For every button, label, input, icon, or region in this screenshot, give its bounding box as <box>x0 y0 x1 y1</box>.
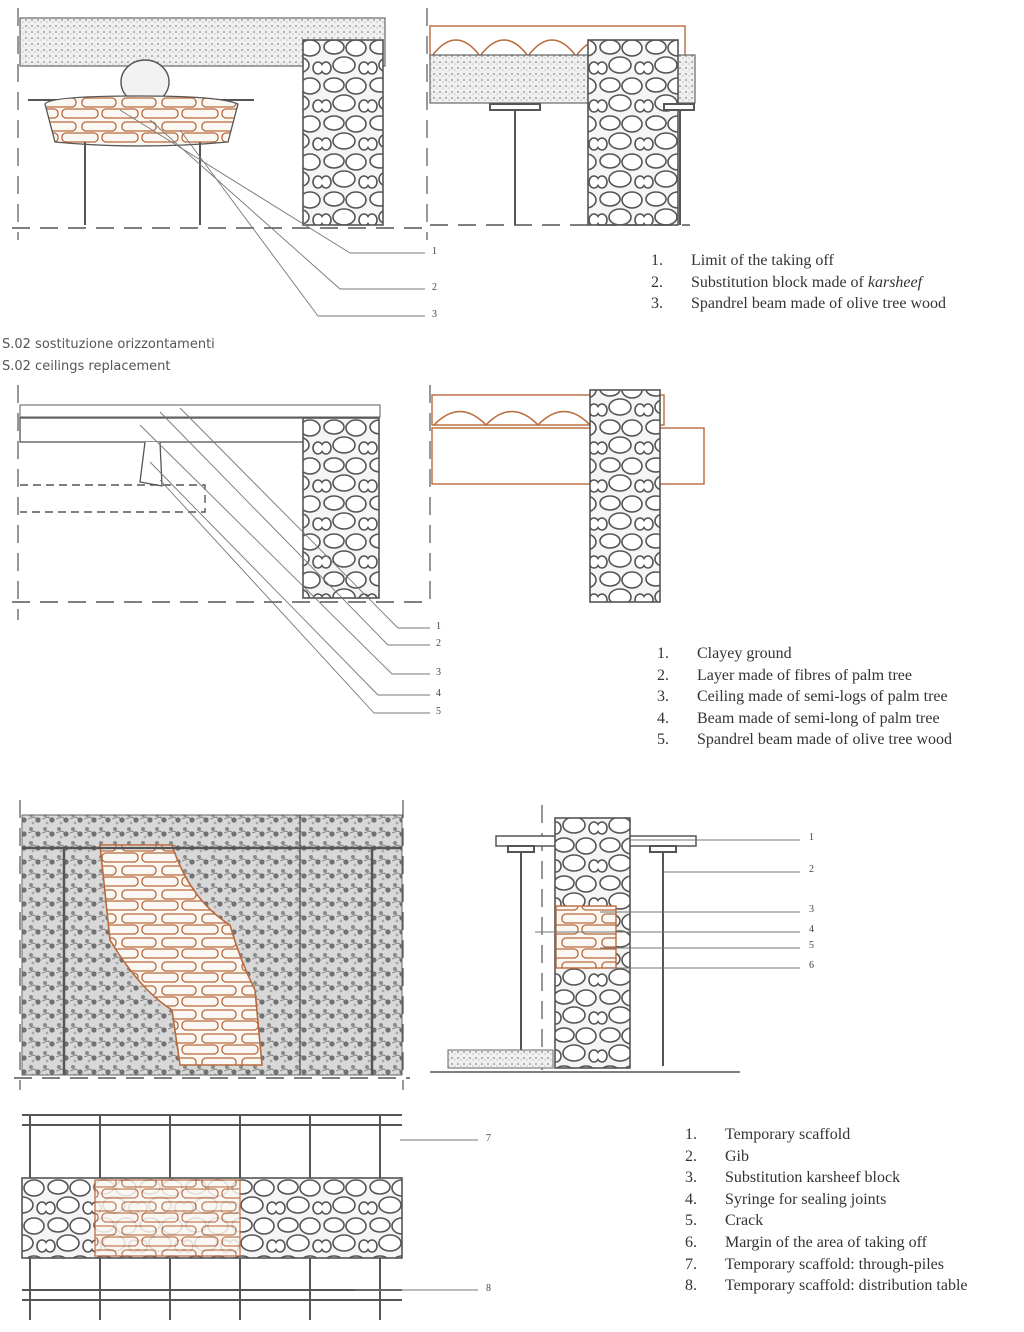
legend-text: Crack <box>725 1212 764 1230</box>
substitution-area <box>99 844 263 1066</box>
legend-item: 5. Crack <box>685 1210 968 1232</box>
legend-item: 7. Temporary scaffold: through-piles <box>685 1254 968 1276</box>
stone-wall <box>302 417 380 599</box>
callout-number: 3 <box>432 309 437 320</box>
legend-text: Gib <box>725 1147 749 1165</box>
stone-wall <box>587 39 679 226</box>
removed-beam-dashed <box>20 484 206 513</box>
legend-text: Substitution block made of karsheef <box>691 272 922 294</box>
leader-lines <box>119 109 425 317</box>
callout-number: 2 <box>436 638 441 649</box>
callout-number: 6 <box>809 960 814 971</box>
legend-number: 4. <box>685 1190 697 1208</box>
legend-text-italic: karsheef <box>867 273 923 291</box>
legend-item: 2. Gib <box>685 1146 968 1168</box>
callout-number: 1 <box>436 621 441 632</box>
ground-strip <box>447 1049 554 1069</box>
callout-number: 4 <box>436 688 441 699</box>
legend-number: 2. <box>657 666 669 684</box>
legend-item: 1. Temporary scaffold <box>685 1124 968 1146</box>
legend-text: Temporary scaffold <box>725 1126 851 1143</box>
props <box>507 845 677 1066</box>
callout-number: 2 <box>432 282 437 293</box>
legend-item: 8. Temporary scaffold: distribution table <box>685 1275 968 1297</box>
legend-item: 1. Limit of the taking off <box>651 250 946 272</box>
legend-number: 4. <box>657 709 669 727</box>
legend-item: 4. Beam made of semi-long of palm tree <box>657 708 952 730</box>
legend-text: Beam made of semi-long of palm tree <box>697 709 940 727</box>
callout-number: 8 <box>486 1283 491 1294</box>
clay-layer <box>19 404 381 418</box>
scaffold-grid <box>22 1114 402 1320</box>
legend-item: 2. Substitution block made of karsheef <box>651 272 946 294</box>
section-caption-english: S.02 ceilings replacement <box>2 359 171 374</box>
legend-text: Ceiling made of semi-logs of palm tree <box>697 688 948 706</box>
callout-number: 5 <box>809 940 814 951</box>
legend-ceilings: 1. Clayey ground 2. Layer made of fibres o… <box>657 643 952 751</box>
stone-wall <box>302 39 384 226</box>
legend-number: 5. <box>657 731 669 749</box>
legend-text: Temporary scaffold: distribution table <box>725 1277 968 1295</box>
legend-item: 3. Substitution karsheef block <box>685 1167 968 1189</box>
legend-number: 5. <box>685 1212 697 1230</box>
substitution-block <box>555 905 617 969</box>
legend-number: 8. <box>685 1277 697 1295</box>
drawing-1-taking-off <box>12 8 696 317</box>
legend-number: 1. <box>651 252 663 269</box>
legend-number: 2. <box>651 273 663 291</box>
legend-item: 2. Layer made of fibres of palm tree <box>657 665 952 687</box>
callout-number: 7 <box>486 1133 491 1144</box>
legend-text: Limit of the taking off <box>691 252 834 269</box>
callout-number: 4 <box>809 924 814 935</box>
legend-number: 3. <box>657 688 669 706</box>
legend-item: 6. Margin of the area of taking off <box>685 1232 968 1254</box>
drawing-4-wall-section <box>430 805 800 1073</box>
legend-number: 2. <box>685 1147 697 1165</box>
legend-text: Clayey ground <box>697 645 792 662</box>
callout-number: 3 <box>809 904 814 915</box>
drawing-5-plan <box>21 1114 478 1320</box>
props <box>489 103 695 225</box>
legend-text: Temporary scaffold: through-piles <box>725 1255 944 1273</box>
legend-text: Layer made of fibres of palm tree <box>697 666 913 684</box>
legend-text: Substitution karsheef block <box>725 1169 901 1187</box>
leader-lines <box>355 1139 478 1291</box>
callout-number: 2 <box>809 864 814 875</box>
leader-lines <box>139 407 430 714</box>
section-caption-italian: S.02 sostituzione orizzontamenti <box>2 337 215 352</box>
legend-text: Syringe for sealing joints <box>725 1190 887 1208</box>
scaffold-frame <box>22 846 402 1075</box>
drawing-2-ceilings <box>12 385 705 714</box>
stone-wall <box>589 389 661 603</box>
callout-number: 3 <box>436 667 441 678</box>
legend-item: 5. Spandrel beam made of olive tree wood <box>657 729 952 751</box>
legend-number: 3. <box>651 295 663 313</box>
legend-text: Spandrel beam made of olive tree wood <box>691 295 947 313</box>
spandrel-beam <box>139 441 163 487</box>
legend-number: 1. <box>657 645 669 662</box>
legend-number: 6. <box>685 1233 697 1251</box>
legend-taking-off: 1. Limit of the taking off 2. Substitution… <box>651 250 946 315</box>
legend-item: 3. Spandrel beam made of olive tree wood <box>651 293 946 315</box>
substitution-area <box>94 1179 241 1257</box>
block-support <box>28 59 254 225</box>
legend-text-part: Substitution block made of <box>691 273 868 291</box>
legend-item: 4. Syringe for sealing joints <box>685 1189 968 1211</box>
drawing-3-wall-elevation <box>14 800 410 1090</box>
legend-text: Spandrel beam made of olive tree wood <box>697 731 953 749</box>
beam-right <box>431 427 705 485</box>
leader-lines <box>535 839 800 969</box>
legend-number: 1. <box>685 1126 697 1143</box>
callout-number: 1 <box>432 246 437 257</box>
callout-number: 5 <box>436 706 441 717</box>
callout-number: 1 <box>809 832 814 843</box>
legend-scaffold: 1. Temporary scaffold 2. Gib 3. Substitutio… <box>685 1124 968 1297</box>
legend-text: Margin of the area of taking off <box>725 1233 928 1251</box>
legend-number: 3. <box>685 1169 697 1187</box>
legend-item: 3. Ceiling made of semi-logs of palm tree <box>657 686 952 708</box>
legend-number: 7. <box>685 1255 697 1273</box>
legend-item: 1. Clayey ground <box>657 643 952 665</box>
